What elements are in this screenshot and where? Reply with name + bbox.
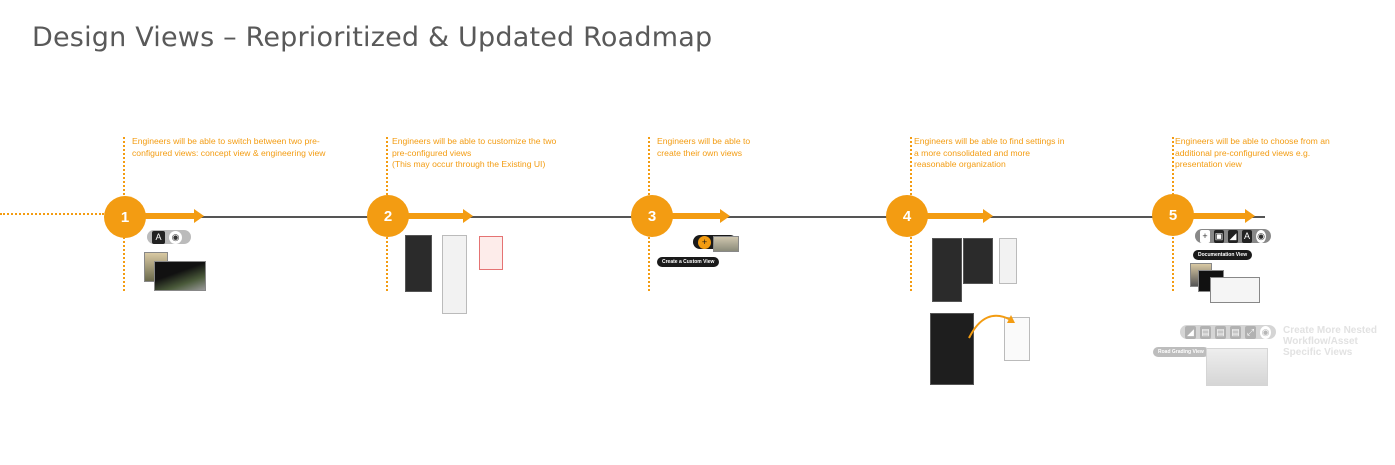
milestone-1-number: 1 (120, 208, 130, 226)
eye-icon: ◉ (1260, 325, 1271, 339)
future-note-line-2: Workflow/Asset (1283, 336, 1358, 347)
documentation-view-tag[interactable]: Documentation View (1193, 250, 1253, 260)
documentation-view-icon[interactable]: ▣ (1214, 229, 1224, 243)
milestone-2-description: Engineers will be able to customize the … (392, 136, 556, 171)
layer-icon: ▤ (1215, 325, 1226, 339)
milestone-3-number: 3 (647, 207, 657, 225)
milestone-1-circle: 1 (104, 196, 146, 238)
road-grading-thumbnail (1206, 348, 1268, 386)
properties-panel-thumbnail (442, 235, 467, 314)
consolidated-settings-thumbnail (932, 238, 962, 302)
milestone-1-line-1: Engineers will be able to switch between… (132, 136, 320, 146)
milestone-3-line-1: Engineers will be able to (657, 136, 751, 146)
milestone-2-line-2: pre-configured views (392, 147, 472, 158)
settings-list-thumbnail (999, 238, 1017, 284)
milestone-5-line-2: additional pre-configured views e.g. (1175, 147, 1311, 158)
milestone-3-circle: 3 (631, 195, 673, 237)
custom-view-thumbnail (713, 236, 739, 252)
timeline-lead-dots (0, 213, 104, 215)
milestone-1-arrow (140, 209, 204, 223)
future-note-line-3: Specific Views (1283, 347, 1353, 358)
view-toggle-pill[interactable]: A ◉ (147, 230, 191, 244)
milestone-4-description: Engineers will be able to find settings … (914, 136, 1064, 171)
milestone-2-number: 2 (383, 207, 393, 225)
view-configuration-thumbnail (930, 313, 974, 385)
create-custom-view-button[interactable]: Create a Custom View (657, 257, 720, 267)
milestone-3-description: Engineers will be able to create their o… (657, 136, 750, 159)
milestone-4-line-2: a more consolidated and more (914, 147, 1031, 158)
milestone-5-description: Engineers will be able to choose from an… (1175, 136, 1330, 171)
customize-dialog-thumbnail (479, 236, 503, 270)
milestone-5-number: 5 (1168, 206, 1178, 224)
milestone-3-arrow (666, 209, 730, 223)
milestone-2-line-3: (This may occur through the Existing UI) (392, 159, 546, 169)
configuration-detail-thumbnail (1004, 317, 1030, 361)
milestone-5-line-3: presentation view (1175, 159, 1242, 169)
engineering-view-icon[interactable]: A (1242, 229, 1252, 243)
milestone-5-circle: 5 (1152, 194, 1194, 236)
page-title: Design Views – Reprioritized & Updated R… (32, 22, 713, 53)
milestone-4-number: 4 (902, 207, 912, 225)
layer-icon: ▤ (1230, 325, 1241, 339)
settings-submenu-thumbnail (963, 238, 993, 284)
milestone-1-description: Engineers will be able to switch between… (132, 136, 325, 159)
expand-icon: ⤢ (1245, 325, 1256, 339)
concept-view-icon[interactable]: ◢ (1228, 229, 1238, 243)
concept-view-icon: ◢ (1185, 325, 1196, 339)
milestone-2-circle: 2 (367, 195, 409, 237)
view-switcher-pill[interactable]: + ▣ ◢ A ◉ (1195, 229, 1271, 243)
engineering-view-icon[interactable]: A (152, 230, 165, 244)
milestone-5-line-1: Engineers will be able to choose from an (1175, 136, 1330, 146)
milestone-4-line-1: Engineers will be able to find settings … (914, 136, 1065, 146)
milestone-4-circle: 4 (886, 195, 928, 237)
milestone-4-arrow (922, 209, 993, 223)
milestone-2-arrow (402, 209, 473, 223)
milestone-3-line-2: create their own views (657, 147, 743, 158)
future-view-switcher-pill: ◢ ▤ ▤ ▤ ⤢ ◉ (1180, 325, 1276, 339)
layer-icon: ▤ (1200, 325, 1211, 339)
future-note: Create More Nested Workflow/Asset Specif… (1283, 325, 1377, 358)
settings-panel-thumbnail (405, 235, 432, 292)
eye-icon[interactable]: ◉ (169, 230, 182, 244)
milestone-1-line-2: configured views: concept view & enginee… (132, 147, 326, 158)
future-note-line-1: Create More Nested (1283, 325, 1377, 336)
road-grading-view-tag: Road Grading View (1153, 347, 1209, 357)
eye-icon[interactable]: ◉ (1256, 229, 1266, 243)
milestone-5-arrow (1188, 209, 1255, 223)
documentation-thumbnail (1210, 277, 1260, 303)
plus-icon[interactable]: + (1200, 229, 1210, 243)
engineering-view-thumbnail (154, 261, 206, 291)
plus-icon[interactable]: + (698, 235, 711, 249)
milestone-2-line-1: Engineers will be able to customize the … (392, 136, 557, 146)
connector-arrow (968, 314, 1015, 339)
milestone-4-line-3: reasonable organization (914, 159, 1006, 169)
